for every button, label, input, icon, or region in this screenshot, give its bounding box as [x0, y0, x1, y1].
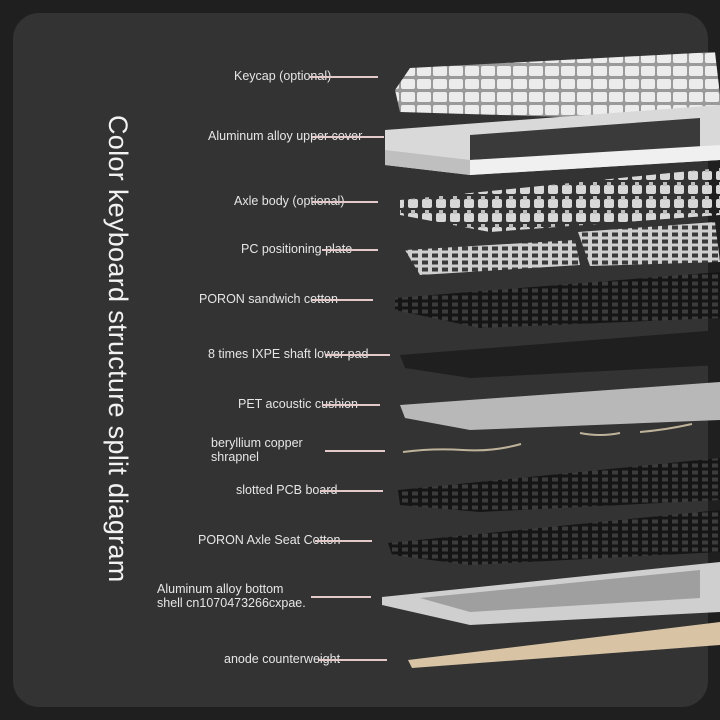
label-poron-axle-seat: PORON Axle Seat Cotton: [198, 533, 341, 547]
label-upper-cover: Aluminum alloy upper cover: [208, 129, 363, 143]
label-line-1: Aluminum alloy bottom: [157, 582, 284, 596]
label-keycap: Keycap (optional): [234, 69, 332, 83]
bottom-shell-layer: [382, 562, 720, 625]
label-pet-cushion: PET acoustic cushion: [238, 397, 358, 411]
pc-plate-layer: [405, 222, 720, 275]
poron-axle-seat-layer: [388, 510, 720, 565]
leader-line: [310, 76, 378, 78]
label-axle-body: Axle body (optional): [234, 194, 345, 208]
counterweight-layer: [408, 622, 720, 668]
label-line-1: beryllium copper: [211, 436, 303, 450]
diagram-title: Color keyboard structure split diagram: [103, 115, 133, 583]
label-copper-shrapnel: beryllium copper shrapnel: [211, 436, 303, 464]
leader-line: [320, 490, 383, 492]
switch-layer: [400, 168, 720, 232]
leader-line: [315, 540, 372, 542]
label-counterweight: anode counterweight: [224, 652, 341, 666]
label-pc-plate: PC positioning plate: [241, 242, 353, 256]
pet-cushion-layer: [400, 382, 720, 430]
pcb-board-layer: [398, 458, 720, 512]
upper-cover-layer: [385, 105, 720, 175]
copper-shrapnel-layer: [402, 423, 693, 453]
leader-line: [318, 659, 387, 661]
leader-line: [325, 450, 385, 452]
label-ixpe-pad: 8 times IXPE shaft lower pad: [208, 347, 369, 361]
leader-line: [312, 201, 378, 203]
label-bottom-shell: Aluminum alloy bottom shell cn1070473266…: [157, 582, 306, 610]
leader-line: [322, 404, 380, 406]
keycap-layer: [395, 52, 720, 118]
leader-line: [325, 354, 390, 356]
label-poron-sandwich: PORON sandwich cotton: [199, 292, 338, 306]
label-pcb-board: slotted PCB board: [236, 483, 338, 497]
ixpe-pad-layer: [400, 330, 720, 378]
poron-sandwich-layer: [395, 272, 720, 328]
leader-line: [312, 299, 373, 301]
label-line-2: shell cn1070473266cxpae.: [157, 596, 306, 610]
leader-line: [322, 249, 378, 251]
leader-line: [311, 596, 371, 598]
label-line-2: shrapnel: [211, 450, 259, 464]
leader-line: [312, 136, 384, 138]
